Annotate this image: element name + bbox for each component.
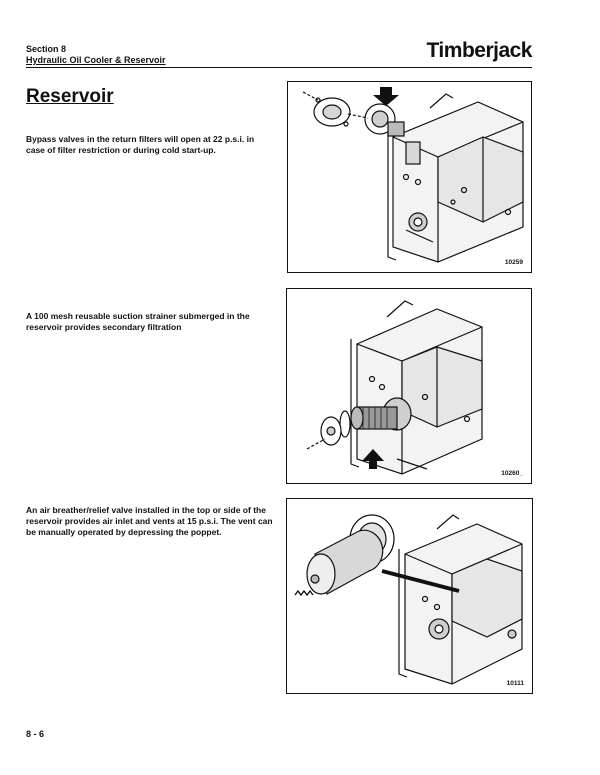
figure-air-breather: 10111 [286, 498, 533, 694]
figure-number: 10259 [504, 259, 523, 266]
air-breather-valve-illustration [294, 514, 523, 685]
page-number: 8 - 6 [26, 729, 45, 739]
figure-number: 10111 [506, 680, 524, 687]
figure-return-filter: 10259 [287, 81, 532, 273]
figure-number: 10260_ [501, 470, 523, 477]
brand-logo: Timberjack [426, 39, 532, 62]
page-title: Reservoir [26, 86, 114, 107]
paragraph-suction-strainer: A 100 mesh reusable suction strainer sub… [26, 311, 250, 332]
section-subtitle: Hydraulic Oil Cooler & Reservoir [26, 55, 166, 65]
paragraph-bypass-valves: Bypass valves in the return filters will… [26, 134, 255, 155]
return-filter-bypass-illustration [302, 87, 524, 263]
header-rule [26, 67, 532, 68]
figure-suction-strainer: 10260_ [286, 288, 532, 484]
suction-strainer-illustration [306, 300, 483, 475]
paragraph-air-breather: An air breather/relief valve installed i… [26, 505, 273, 537]
section-header: Section 8 Hydraulic Oil Cooler & Reservo… [26, 44, 166, 66]
section-number: Section 8 [26, 44, 67, 54]
